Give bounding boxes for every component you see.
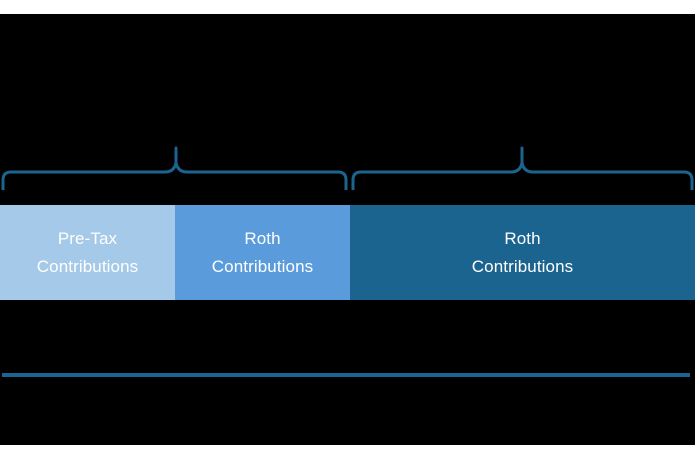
bar-segment-label-line1: Roth	[504, 228, 541, 248]
bar-segment-roth-contributions-mid[interactable]: Roth Contributions	[175, 205, 350, 300]
bar-segment-label-line2: Contributions	[36, 256, 139, 276]
bar-segment-label-line2: Contributions	[471, 256, 574, 276]
bar-segment-label-line1: Pre-Tax	[57, 228, 118, 248]
baseline-rule	[2, 373, 690, 377]
bar-segment-label-line1: Roth	[244, 228, 281, 248]
contribution-bar: Pre-Tax Contributions Roth Contributions…	[0, 205, 695, 300]
bar-segment-label-line2: Contributions	[211, 256, 314, 276]
bar-segment-roth-contributions-dark[interactable]: Roth Contributions	[350, 205, 695, 300]
bar-segment-pre-tax-contributions[interactable]: Pre-Tax Contributions	[0, 205, 175, 300]
